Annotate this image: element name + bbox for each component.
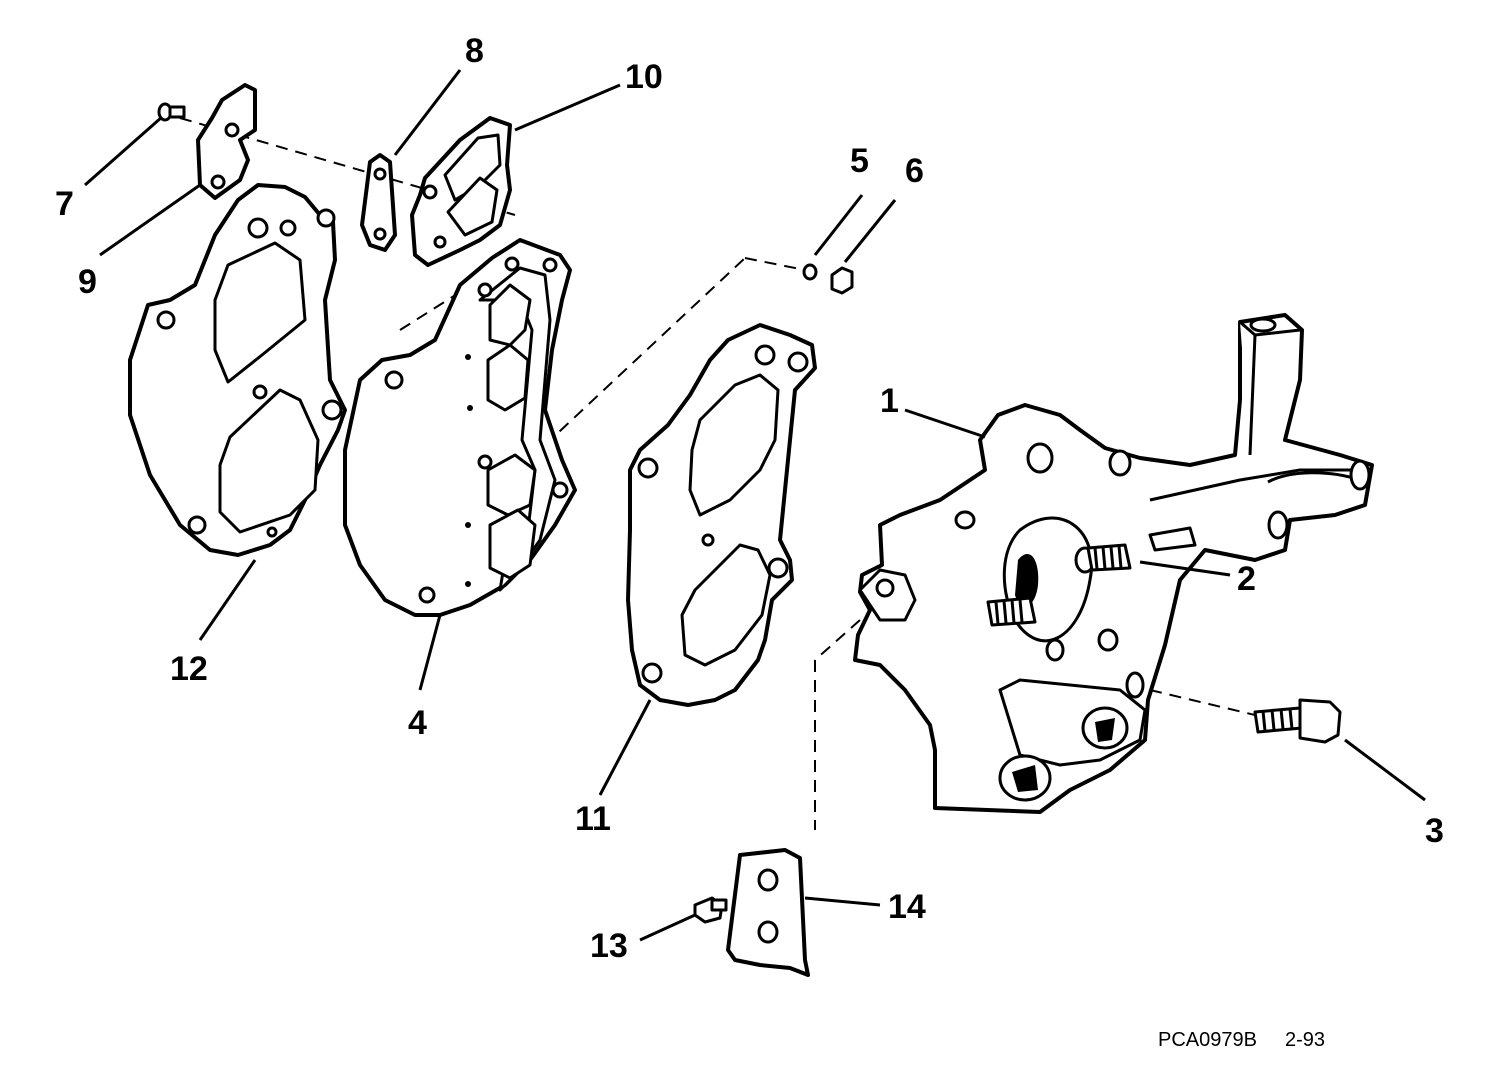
figure-page: 2-93 bbox=[1285, 1029, 1325, 1051]
leader-lines bbox=[84, 69, 1426, 942]
callouts: 1 2 3 4 5 6 7 8 9 10 11 12 13 14 bbox=[55, 32, 1444, 965]
figure-id: PCA0979B bbox=[1158, 1029, 1257, 1051]
callout-3: 3 bbox=[1425, 812, 1444, 850]
callout-1: 1 bbox=[880, 382, 899, 420]
callout-10: 10 bbox=[625, 58, 663, 96]
callout-9: 9 bbox=[78, 263, 97, 301]
callout-6: 6 bbox=[905, 152, 924, 190]
strip-8 bbox=[360, 153, 397, 252]
bracket-14 bbox=[726, 848, 810, 977]
callout-8: 8 bbox=[465, 32, 484, 70]
callout-4: 4 bbox=[408, 704, 427, 742]
callout-13: 13 bbox=[590, 927, 628, 965]
nut-6 bbox=[830, 266, 854, 295]
gasket-12 bbox=[128, 183, 347, 557]
callout-5: 5 bbox=[850, 142, 869, 180]
gasket-11 bbox=[626, 323, 817, 707]
washer-5 bbox=[802, 263, 818, 281]
studs-2 bbox=[986, 526, 1197, 627]
callout-2: 2 bbox=[1237, 560, 1256, 598]
gasket-10 bbox=[410, 116, 512, 267]
plate-9 bbox=[196, 83, 257, 200]
callout-11: 11 bbox=[575, 800, 611, 838]
adapter-plate-4 bbox=[343, 238, 577, 617]
callout-14: 14 bbox=[888, 888, 926, 926]
screw-13 bbox=[693, 896, 728, 924]
bolt-3 bbox=[1253, 698, 1342, 744]
figure-code: PCA0979B 2-93 bbox=[1158, 1029, 1325, 1051]
screw-7 bbox=[157, 102, 186, 122]
callout-7: 7 bbox=[55, 185, 74, 223]
callout-12: 12 bbox=[170, 650, 208, 688]
